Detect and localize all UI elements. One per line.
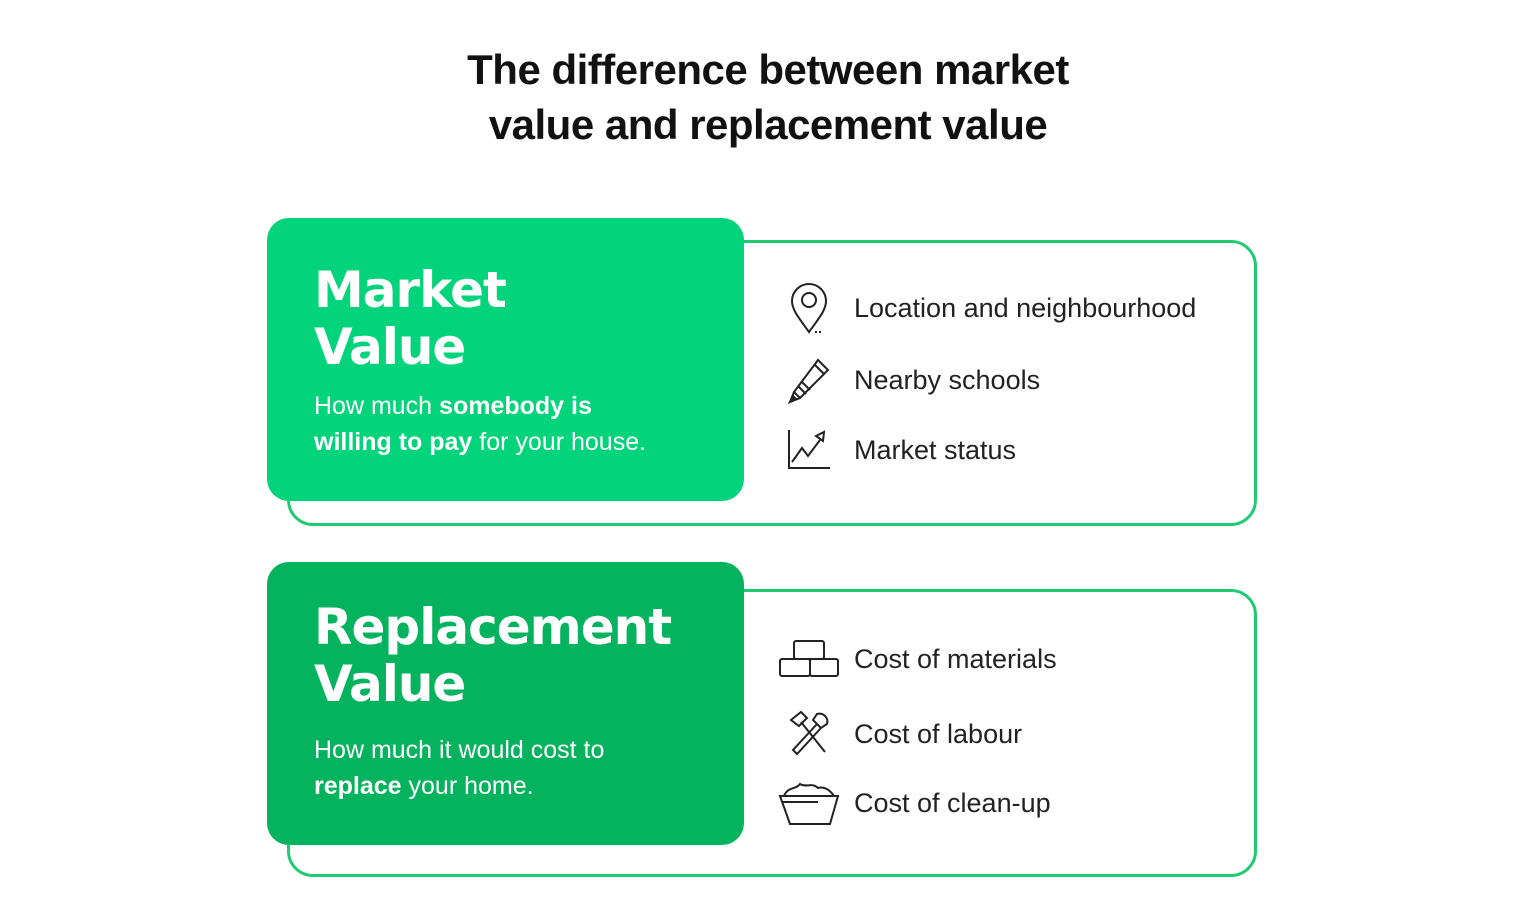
hammer-shovel-icon — [776, 707, 842, 761]
title-line-1: The difference between market — [467, 46, 1069, 93]
pencil-icon — [776, 353, 842, 407]
page-title: The difference between market value and … — [0, 42, 1536, 152]
list-item: Cost of labour — [776, 707, 1022, 761]
title-line-2: value and replacement value — [488, 101, 1048, 148]
item-label: Nearby schools — [854, 364, 1041, 395]
bricks-icon — [776, 632, 842, 686]
item-label: Market status — [854, 434, 1017, 465]
item-label: Cost of labour — [854, 718, 1023, 749]
item-label: Cost of clean-up — [854, 787, 1051, 818]
debris-basket-icon — [776, 776, 842, 830]
map-pin-icon — [776, 281, 842, 335]
list-item: Location and neighbourhood — [776, 281, 1196, 335]
list-item: Nearby schools — [776, 353, 1040, 407]
item-label: Location and neighbourhood — [854, 292, 1197, 323]
list-item: Cost of materials — [776, 632, 1057, 686]
item-label: Cost of materials — [854, 643, 1057, 674]
list-item: Market status — [776, 423, 1016, 477]
list-item: Cost of clean-up — [776, 776, 1051, 830]
trend-chart-icon — [776, 423, 842, 477]
